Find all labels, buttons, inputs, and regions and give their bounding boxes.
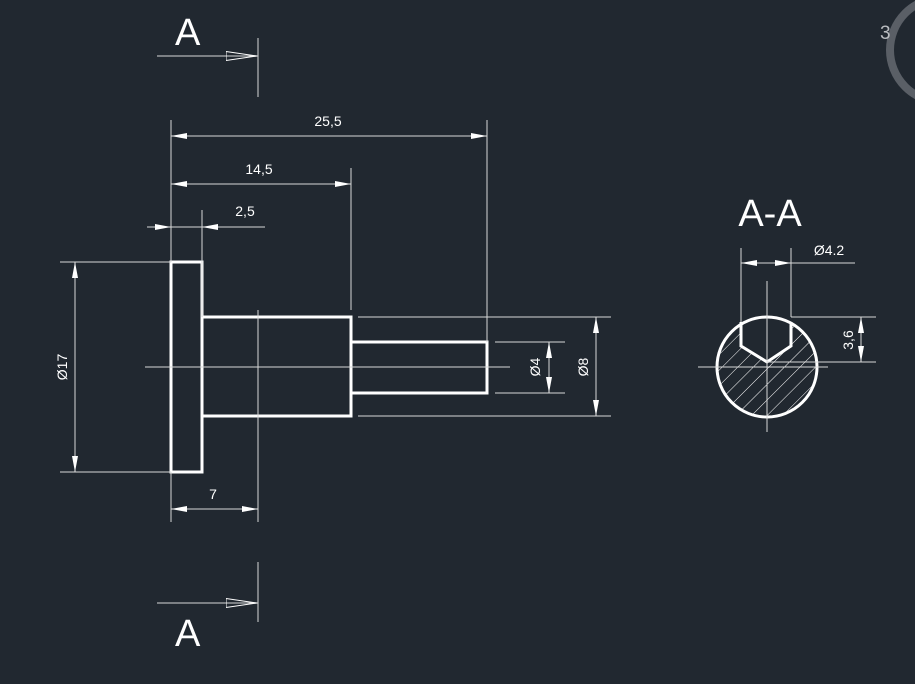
dim-body-length-text: 14,5 — [245, 161, 272, 177]
dim-section-position[interactable]: 7 — [170, 472, 258, 522]
dim-hole-depth-text: 3,6 — [840, 330, 856, 350]
dim-body-diameter-text: Ø8 — [575, 357, 591, 376]
part-side-view[interactable] — [145, 260, 510, 522]
dim-flange-diameter[interactable]: Ø17 — [54, 261, 171, 473]
dim-flange-diameter-text: Ø17 — [54, 354, 70, 381]
section-view-title: A-A — [738, 193, 802, 235]
dim-overall-length[interactable]: 25,5 — [170, 113, 488, 342]
dim-flange-thickness[interactable]: 2,5 — [147, 203, 265, 317]
section-label-bottom: A — [175, 613, 201, 655]
dim-pin-diameter-text: Ø4 — [527, 357, 543, 376]
dim-hole-depth[interactable]: 3,6 — [767, 316, 876, 363]
dim-pin-diameter[interactable]: Ø4 — [495, 341, 565, 394]
section-marker-top: A — [157, 12, 259, 97]
dim-body-length[interactable]: 14,5 — [171, 161, 352, 310]
section-label-top: A — [175, 12, 201, 54]
dim-flange-thickness-text: 2,5 — [235, 203, 255, 219]
dim-body-diameter[interactable]: Ø8 — [358, 316, 611, 417]
dim-hole-diameter-text: Ø4.2 — [814, 242, 845, 258]
dim-hole-diameter[interactable]: Ø4.2 — [740, 242, 855, 322]
dim-overall-length-text: 25,5 — [314, 113, 341, 129]
viewcube-ring-icon — [886, 0, 915, 100]
viewcube-label: 3 — [880, 23, 891, 44]
dim-section-position-text: 7 — [209, 486, 217, 502]
section-view-a-a[interactable]: A-A — [698, 193, 828, 432]
section-marker-bottom: A — [157, 562, 259, 655]
viewcube-badge[interactable]: 3 — [880, 0, 915, 102]
